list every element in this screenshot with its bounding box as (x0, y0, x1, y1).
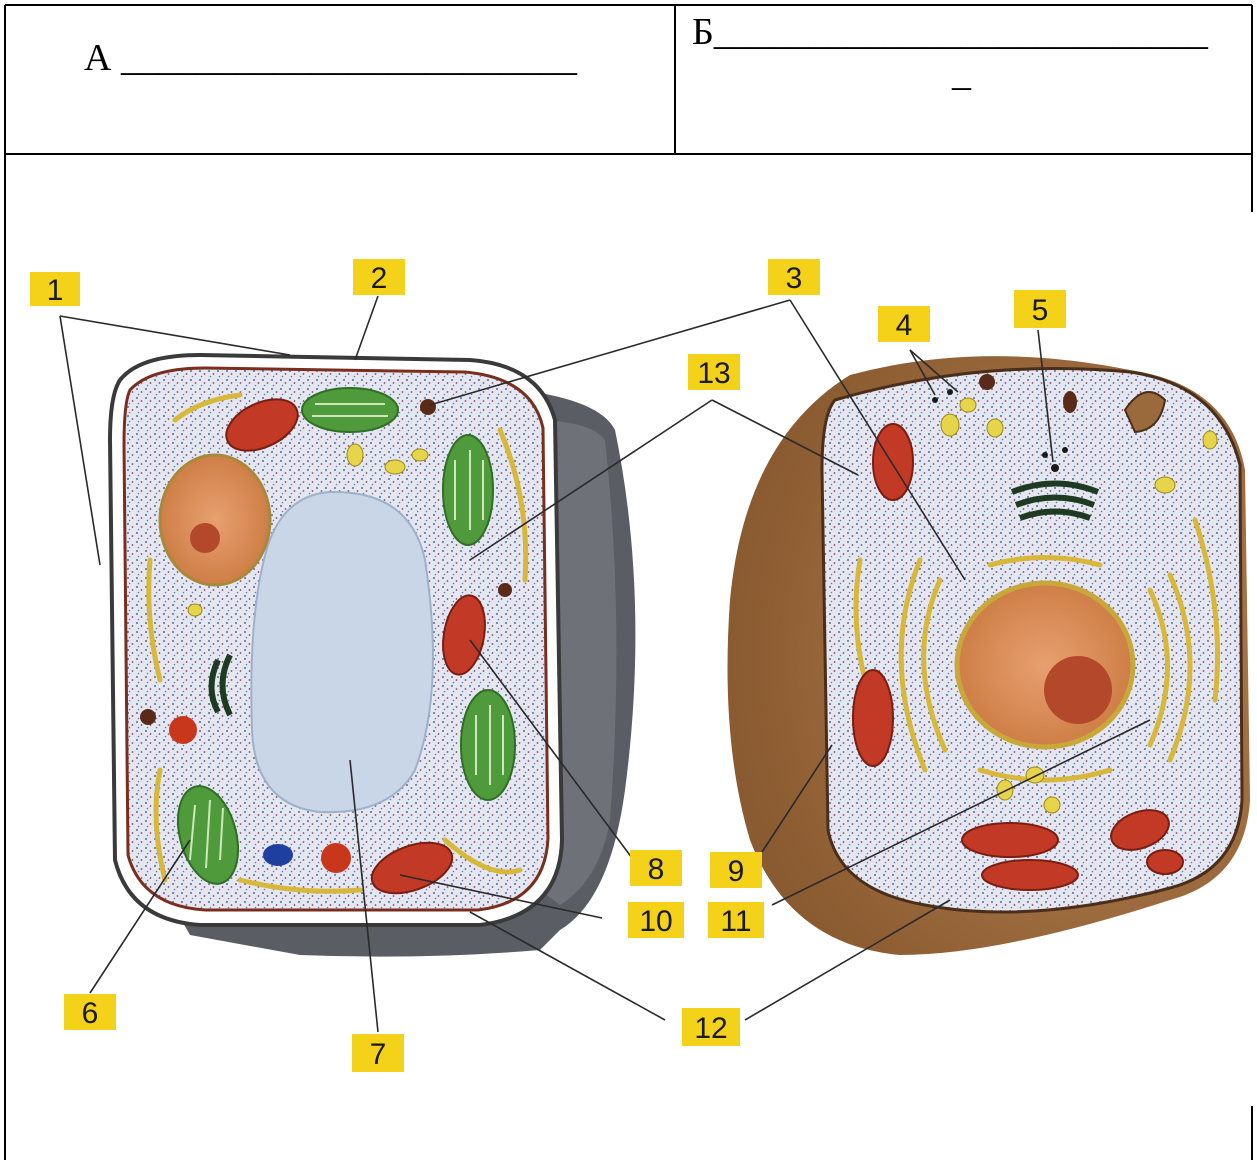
animal-cell (728, 356, 1251, 955)
svg-text:8: 8 (648, 853, 665, 886)
label-6: 6 (64, 994, 116, 1030)
svg-text:5: 5 (1032, 294, 1049, 327)
vacuole (251, 492, 433, 812)
plant-cell (110, 355, 635, 957)
label-8: 8 (630, 850, 682, 886)
svg-text:1: 1 (47, 274, 64, 307)
svg-text:9: 9 (728, 855, 745, 888)
svg-text:10: 10 (639, 905, 672, 938)
svg-text:12: 12 (694, 1012, 727, 1045)
plant-nucleus (160, 455, 270, 585)
label-7: 7 (352, 1034, 404, 1072)
label-13: 13 (688, 354, 740, 390)
label-4: 4 (878, 306, 930, 342)
label-11: 11 (708, 902, 764, 938)
label-3: 3 (768, 259, 820, 295)
svg-text:2: 2 (371, 262, 388, 295)
label-10: 10 (628, 902, 684, 938)
svg-text:7: 7 (370, 1038, 387, 1071)
svg-text:6: 6 (82, 997, 99, 1030)
label-2: 2 (353, 259, 405, 295)
svg-text:3: 3 (786, 262, 803, 295)
label-5: 5 (1014, 290, 1066, 328)
label-1: 1 (30, 272, 80, 307)
label-9: 9 (710, 852, 762, 888)
label-12: 12 (682, 1008, 740, 1046)
svg-text:11: 11 (720, 905, 751, 938)
animal-nucleus (957, 583, 1133, 747)
svg-text:4: 4 (896, 309, 913, 342)
svg-text:13: 13 (697, 357, 730, 390)
